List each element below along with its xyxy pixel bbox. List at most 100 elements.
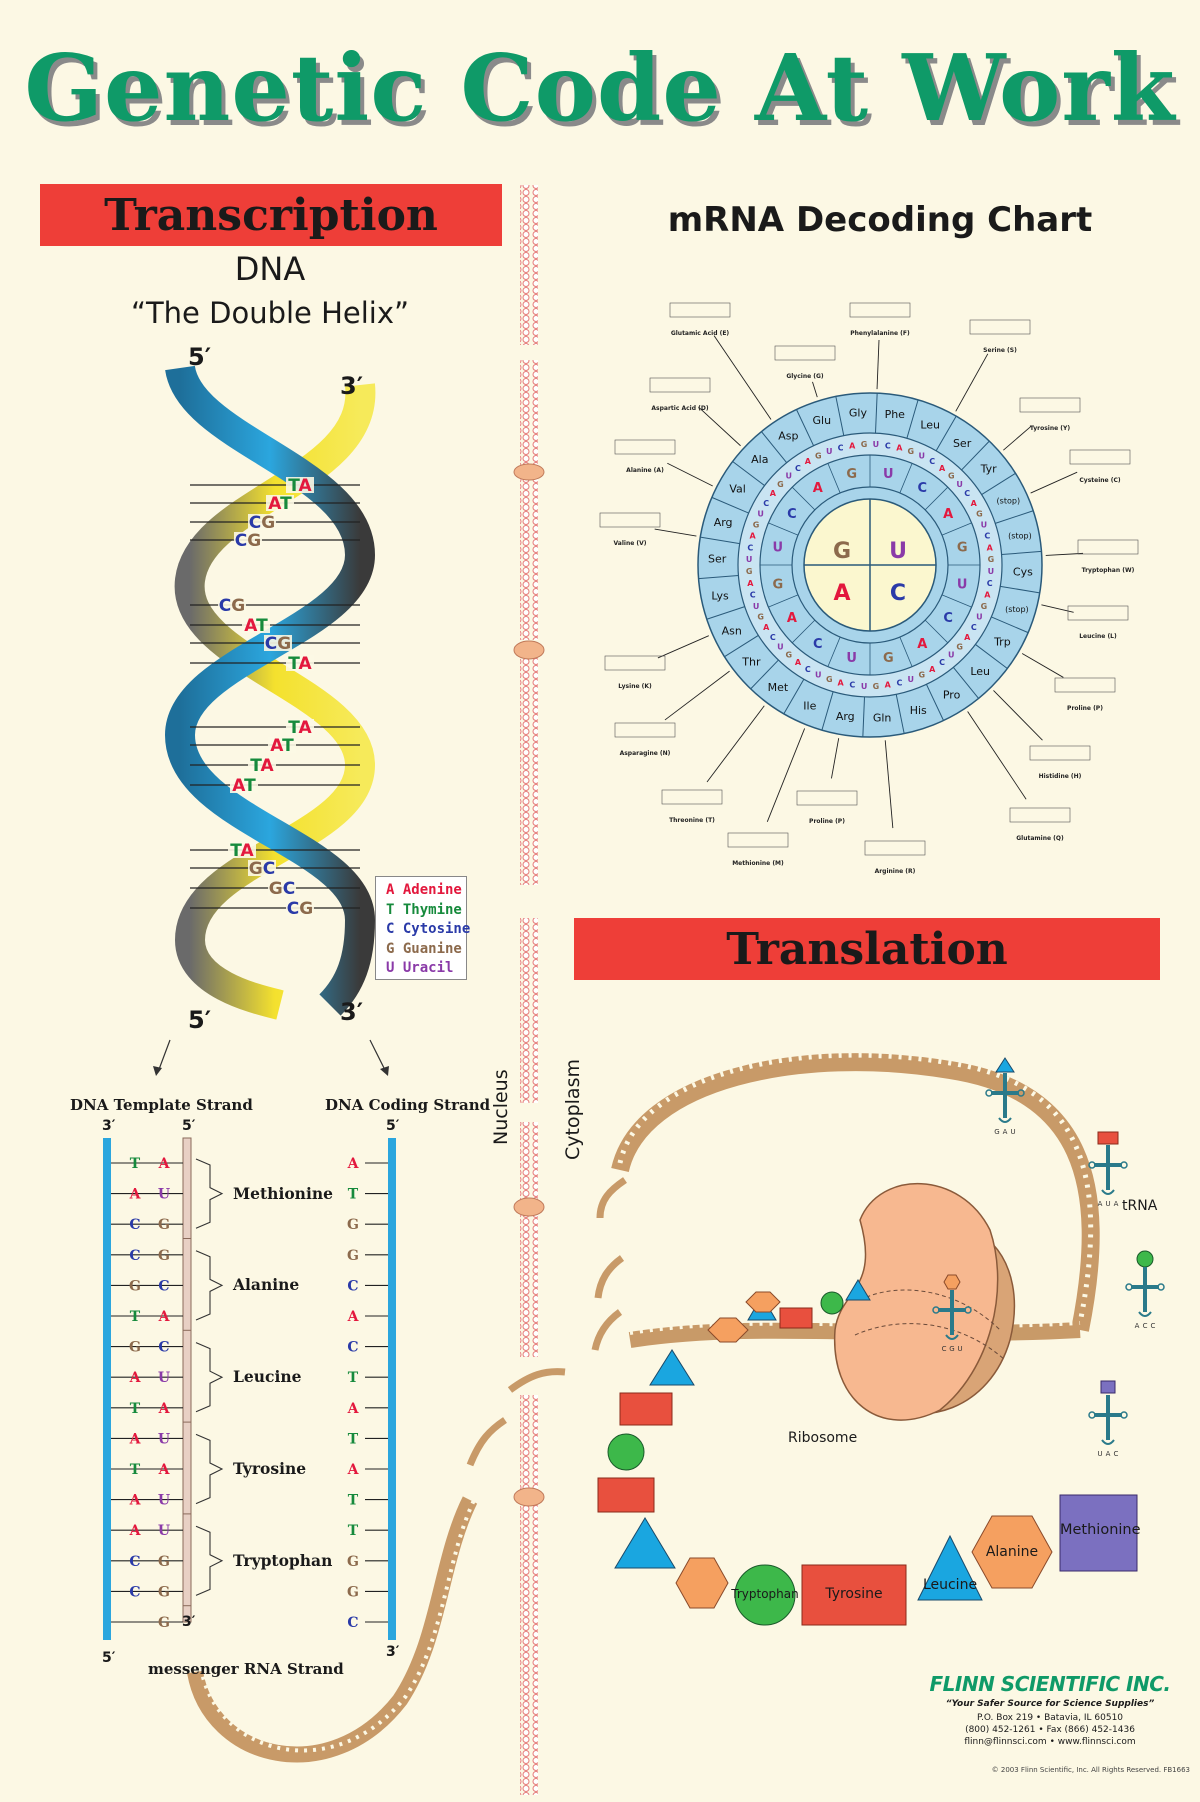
template-base: A xyxy=(129,1493,142,1509)
wheel-third-base: A xyxy=(747,579,754,588)
wheel-amino-sector: Leu xyxy=(970,665,990,678)
template-base: A xyxy=(129,1431,142,1447)
amino-structure-sketch xyxy=(1019,397,1081,413)
amino-structure-label: Lysine (K) xyxy=(618,683,652,690)
wheel-third-base: G xyxy=(753,520,760,529)
helix-pair-label: AT xyxy=(268,494,292,514)
helix-pair-label: TA xyxy=(288,654,312,674)
coding-base: A xyxy=(347,1156,360,1172)
codon-label-leucine: Leucine xyxy=(233,1367,302,1387)
wheel-third-base: C xyxy=(805,665,811,674)
wheel-center-base: C xyxy=(890,581,906,606)
amino-structure-label: Proline (P) xyxy=(1067,705,1103,712)
wheel-third-base: U xyxy=(948,651,955,660)
coding-base: C xyxy=(347,1340,358,1356)
helix-end-top-right: 3′ xyxy=(340,372,364,400)
wheel-amino-sector: Ser xyxy=(708,553,727,566)
codon-brace xyxy=(195,1250,224,1321)
helix-pair-label: GC xyxy=(269,879,295,899)
amino-structure-label: Phenylalanine (F) xyxy=(850,330,910,337)
trna-label: tRNA xyxy=(1122,1198,1158,1214)
ribosome-small-subunit xyxy=(833,1182,999,1421)
trna-anticodon-base: A xyxy=(1003,1128,1008,1136)
wheel-third-base: C xyxy=(763,499,769,508)
wheel-second-base: U xyxy=(957,577,968,592)
wheel-third-base: U xyxy=(956,480,963,489)
flinn-address: P.O. Box 219 • Batavia, IL 60510 xyxy=(976,1713,1124,1723)
coding-base: A xyxy=(347,1462,360,1478)
mrna-base: U xyxy=(158,1187,170,1203)
template-base: A xyxy=(129,1370,142,1386)
trna-anticodon-base: A xyxy=(1098,1200,1103,1208)
coding-base: T xyxy=(348,1187,359,1203)
trna-anticodon-base: U xyxy=(1105,1200,1110,1208)
wheel-second-base: G xyxy=(772,577,783,592)
wheel-third-base: G xyxy=(777,480,784,489)
chain-alanine xyxy=(971,1515,1053,1589)
trna-anticodon-base: C xyxy=(1114,1450,1119,1458)
wheel-third-base: A xyxy=(763,623,770,632)
trna-anticodon-base: G xyxy=(994,1128,999,1136)
helix-end-top-left: 5′ xyxy=(188,343,212,371)
template-top-end: 3′ xyxy=(102,1118,116,1134)
coding-base: G xyxy=(347,1554,359,1570)
wheel-second-base: U xyxy=(773,541,784,556)
chain-label-alanine: Alanine xyxy=(985,1544,1039,1560)
wheel-third-base: C xyxy=(838,444,844,453)
wheel-amino-sector: Phe xyxy=(885,408,906,421)
wheel-third-base: U xyxy=(976,613,983,622)
wheel-third-base: G xyxy=(948,471,955,480)
mrna-loop xyxy=(611,1053,1100,1332)
wheel-third-base: U xyxy=(908,675,915,684)
amino-structure-label: Alanine (A) xyxy=(626,467,664,474)
wheel-amino-sector: Pro xyxy=(943,688,961,701)
wheel-amino-sector: Asp xyxy=(778,430,798,443)
mrna-base: A xyxy=(158,1156,171,1172)
wheel-amino-sector: (stop) xyxy=(997,497,1021,506)
coding-base: T xyxy=(348,1370,359,1386)
coding-base: G xyxy=(347,1217,359,1233)
template-base: G xyxy=(129,1340,141,1356)
coding-base: T xyxy=(348,1493,359,1509)
wheel-amino-sector: Trp xyxy=(993,636,1011,649)
wheel-third-base: G xyxy=(988,555,995,564)
wheel-third-base: C xyxy=(939,658,945,667)
helix-pair-label: TA xyxy=(250,756,274,776)
wheel-third-base: A xyxy=(770,489,777,498)
wheel-third-base: G xyxy=(873,682,880,691)
amino-structure-label: Proline (P) xyxy=(809,818,845,825)
wheel-third-base: A xyxy=(964,633,971,642)
mrna-base: A xyxy=(158,1309,171,1325)
helix-pair-label: CG xyxy=(249,513,275,533)
helix-heading: “The Double Helix” xyxy=(130,296,410,330)
amino-structure-sketch xyxy=(604,655,666,671)
trna-anticodon-base: U xyxy=(1010,1128,1015,1136)
wheel-third-base: A xyxy=(837,678,844,687)
chain-label-tyrosine: Tyrosine xyxy=(825,1586,883,1602)
trna-anticodon-base: U xyxy=(1097,1450,1102,1458)
wheel-second-base: A xyxy=(917,637,927,652)
codon-brace xyxy=(195,1158,224,1229)
wheel-amino-sector: Ser xyxy=(953,437,972,450)
codon-label-alanine: Alanine xyxy=(233,1275,300,1295)
coding-base: C xyxy=(347,1278,358,1294)
wheel-third-base: U xyxy=(785,471,792,480)
wheel-amino-sector: Arg xyxy=(836,710,855,723)
helix-pair-label: CG xyxy=(287,899,313,919)
wheel-third-base: C xyxy=(896,678,902,687)
ribosome-label: Ribosome xyxy=(788,1430,858,1446)
wheel-amino-sector: Glu xyxy=(812,414,831,427)
chain-tyrosine xyxy=(801,1564,907,1626)
mrna-base: G xyxy=(158,1584,170,1600)
wheel-amino-sector: Tyr xyxy=(980,462,998,475)
helix-arrow-left xyxy=(157,1039,171,1073)
dna-heading: DNA xyxy=(234,250,306,288)
amino-structure-label: Histidine (H) xyxy=(1039,773,1082,780)
amino-structure-label: Glutamic Acid (E) xyxy=(671,330,730,337)
helix-pair-label: CG xyxy=(219,596,245,616)
legend-item-uracil: U Uracil xyxy=(386,960,454,976)
